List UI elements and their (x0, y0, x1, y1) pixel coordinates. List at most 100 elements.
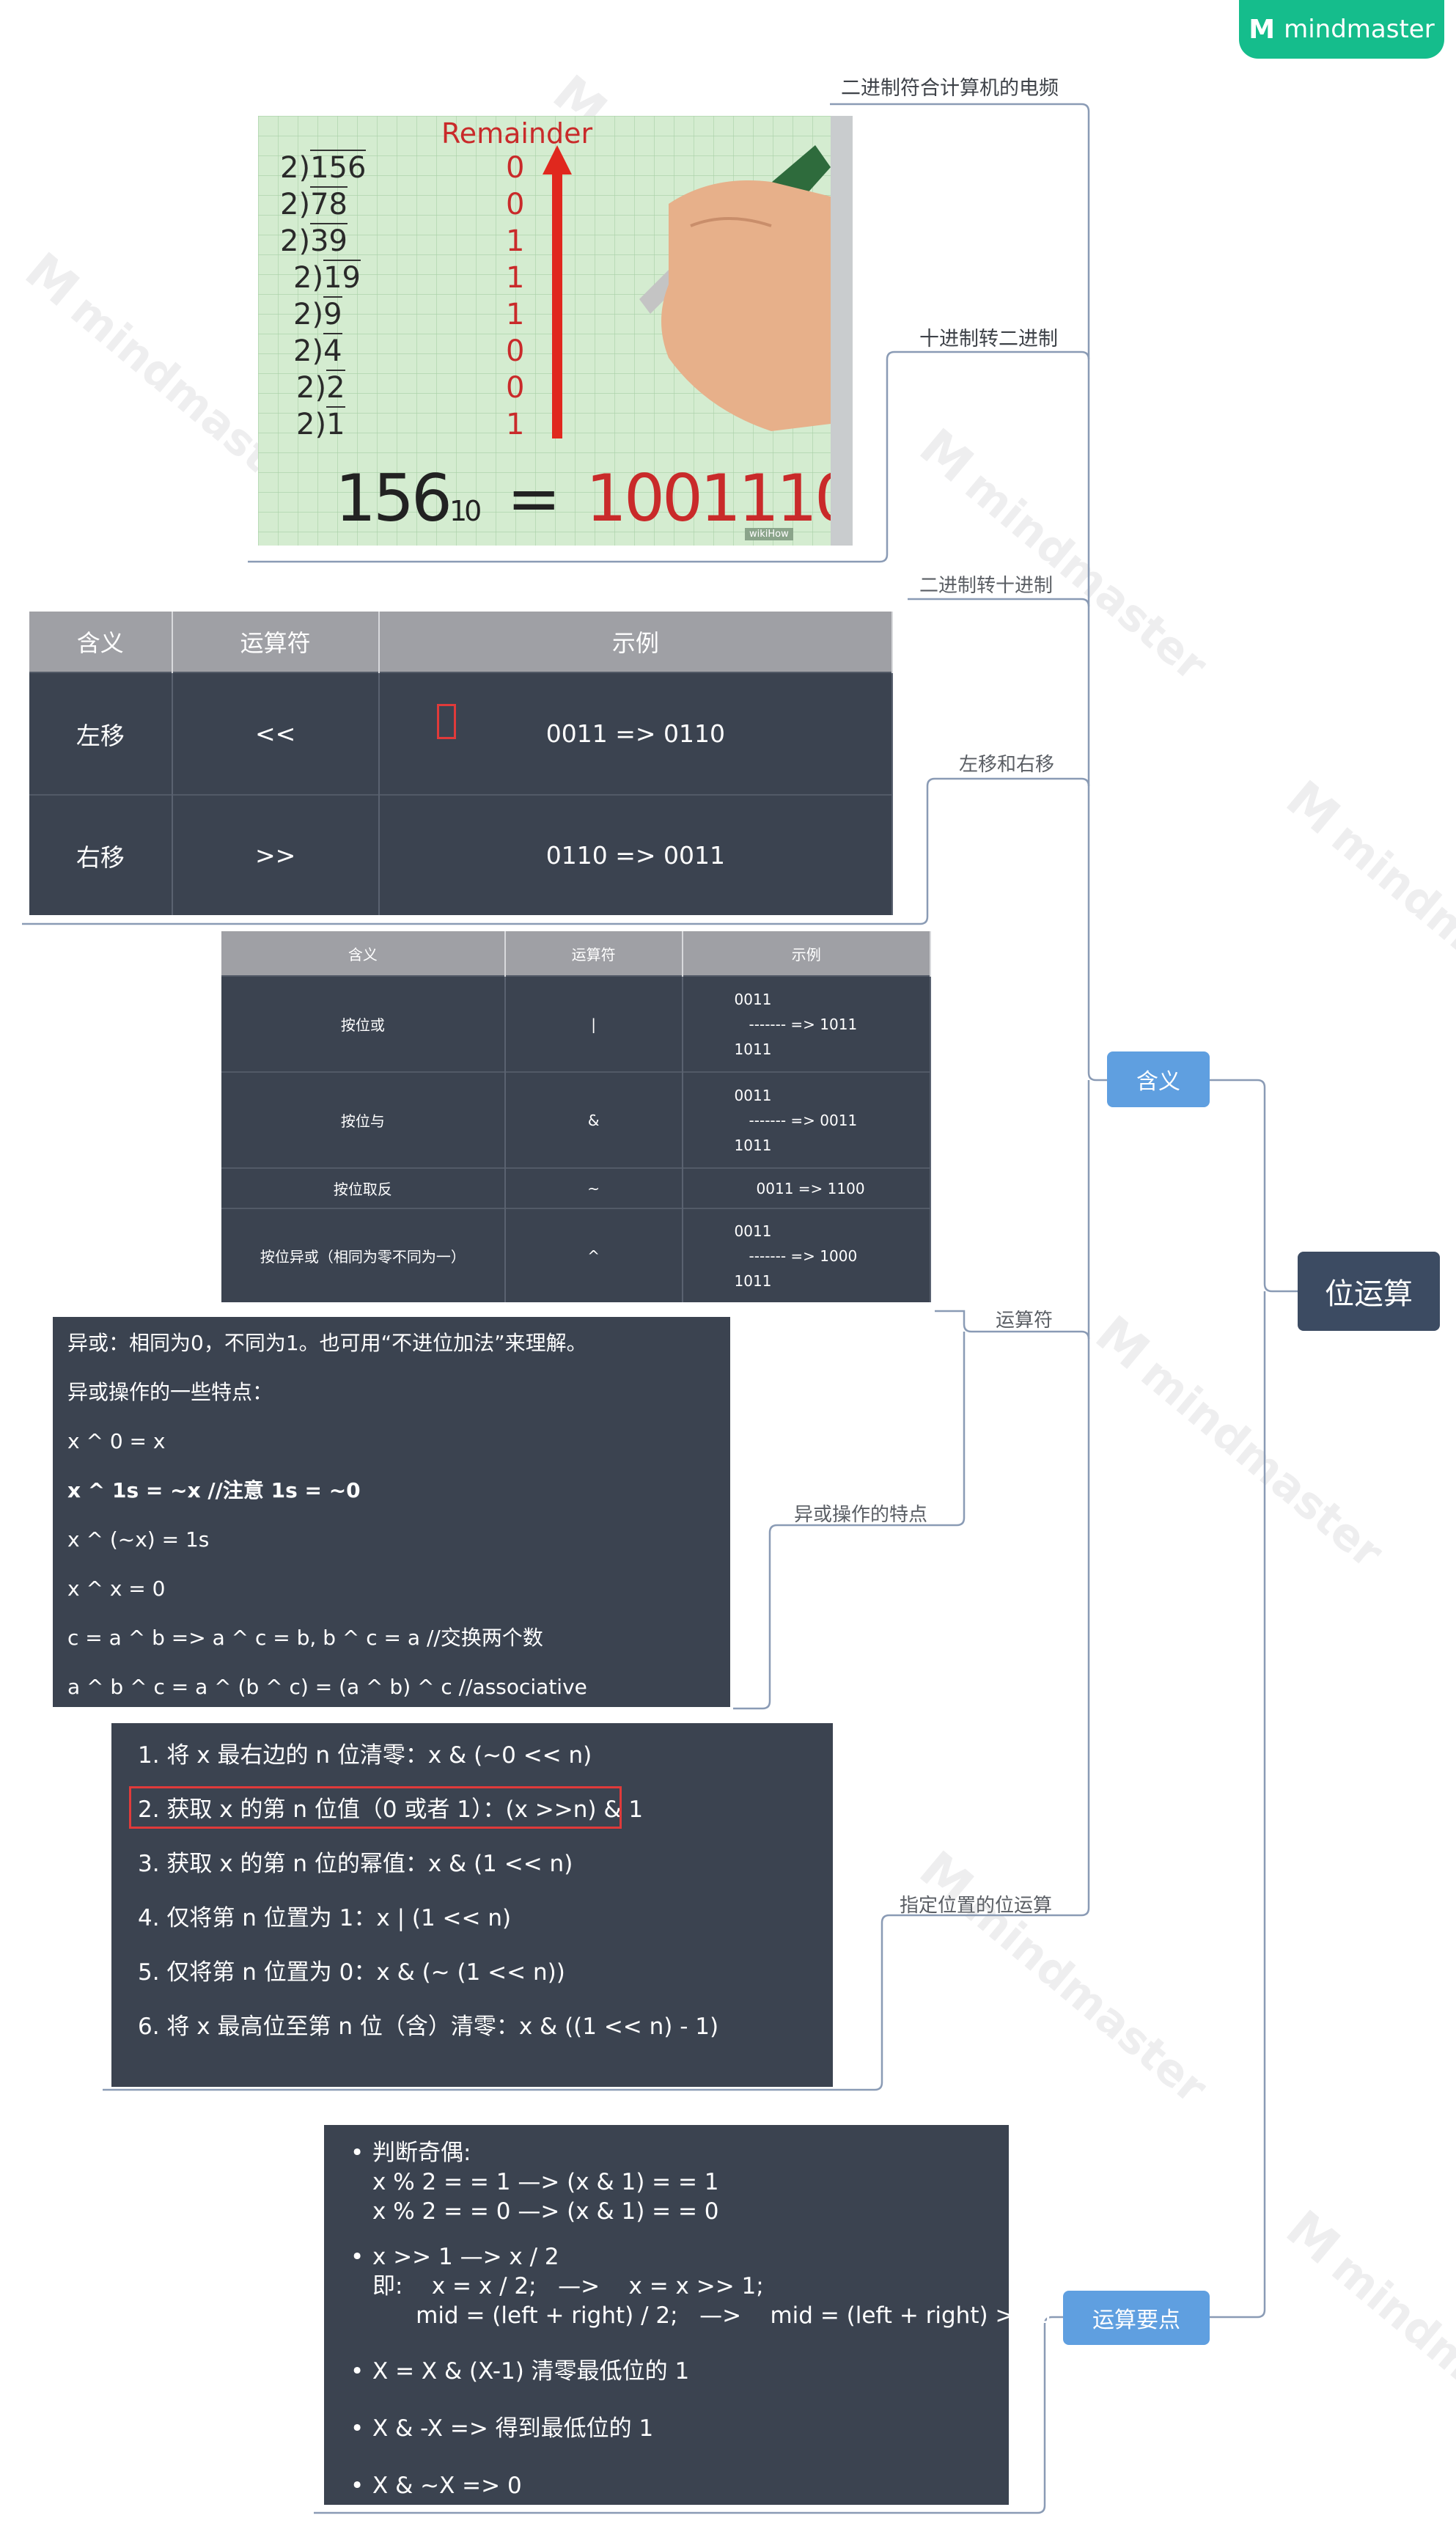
division-row: 2)78 (280, 186, 348, 221)
xor-traits-panel: 异或：相同为0，不同为1。也可用“不进位加法”来理解。 异或操作的一些特点： x… (53, 1317, 730, 1707)
division-bracket: ) (298, 224, 311, 258)
division-bracket: ) (312, 334, 324, 368)
op-and-symbol: & (504, 1071, 683, 1168)
parity-odd: x % 2 = = 1 —> (x & 1) = = 1 (372, 2169, 719, 2195)
divisor: 2 (296, 408, 315, 441)
division-row: 2)2 (296, 370, 345, 405)
shift-left-op: << (172, 671, 380, 796)
op-and-name: 按位与 (221, 1071, 506, 1168)
list-item: 3. 获取 x 的第 n 位的幂值：x & (1 << n) (138, 1851, 573, 1877)
dividend: 78 (310, 186, 348, 221)
list-item: 5. 仅将第 n 位置为 0：x & (~ (1 << n)) (138, 1959, 565, 1986)
highlight-box (436, 704, 456, 739)
ops-table-header: 含义 运算符 示例 (221, 931, 932, 976)
division-row: 2)1 (296, 406, 345, 441)
shift-right-op: >> (172, 794, 380, 915)
divisor: 2 (293, 261, 312, 295)
shift-header-example: 示例 (378, 612, 894, 672)
xor-line-4: x ^ 1s = ~x //注意 1s = ~0 (67, 1478, 361, 1502)
topic-xor-traits[interactable]: 异或操作的特点 (794, 1504, 928, 1526)
topic-bin-to-dec[interactable]: 二进制转十进制 (919, 575, 1054, 597)
op-or-name: 按位或 (221, 975, 506, 1072)
shift-left-example: 0011 => 0110 (378, 671, 894, 796)
op-not-name: 按位取反 (221, 1167, 506, 1208)
shift-divide-example: 即: x = x / 2; —> x = x >> 1; (372, 2273, 764, 2299)
result-equation: 15610 = 100111002 (335, 460, 831, 536)
topic-position-ops[interactable]: 指定位置的位运算 (900, 1895, 1053, 1917)
remainder-digit: 0 (506, 334, 525, 368)
topic-dec-to-bin[interactable]: 十进制转二进制 (919, 328, 1058, 350)
dividend: 2 (326, 370, 345, 405)
remainder-digit: 1 (506, 298, 525, 331)
ops-header-meaning: 含义 (221, 931, 506, 976)
brand-name: mindmaster (1284, 15, 1435, 44)
topic-operators[interactable]: 运算符 (996, 1310, 1054, 1332)
table-row: 左移 << 0011 => 0110 (29, 671, 894, 796)
division-bracket: ) (315, 408, 327, 441)
xor-line-8: a ^ b ^ c = a ^ (b ^ c) = (a ^ b) ^ c //… (67, 1675, 587, 1699)
op-or-example-line2: ------- => 1011 (749, 1015, 858, 1033)
meaning-trunk-2 (889, 1080, 1090, 1917)
shift-left-meaning: 左移 (29, 671, 173, 796)
list-item: •X & -X => 得到最低位的 1 (350, 2415, 654, 2442)
xor-line-2: 异或操作的一些特点： (67, 1380, 273, 1404)
divisor: 2 (280, 188, 299, 221)
list-item: 4. 仅将第 n 位置为 1：x | (1 << n) (138, 1905, 512, 1931)
xor-line-6: x ^ x = 0 (67, 1577, 166, 1601)
arrow-head-icon (543, 145, 572, 175)
op-or-example-line1: 0011 (734, 990, 772, 1008)
remainder-digit: 1 (506, 224, 525, 258)
op-and-example-line2: ------- => 0011 (749, 1111, 858, 1129)
op-not-example: 0011 => 1100 (682, 1167, 932, 1208)
op-xor-example-line2: ------- => 1000 (749, 1247, 858, 1265)
shift-right-example: 0110 => 0011 (378, 794, 894, 915)
parity-even: x % 2 = = 0 —> (x & 1) = = 0 (372, 2198, 719, 2225)
table-row: 按位取反 ~ 0011 => 1100 (221, 1167, 932, 1208)
division-bracket: ) (315, 371, 327, 405)
op-or-symbol: | (504, 975, 683, 1072)
position-ops-panel: 1. 将 x 最右边的 n 位清零：x & (~0 << n) 2. 获取 x … (111, 1723, 833, 2087)
list-item: •X = X & (X-1) 清零最低位的 1 (350, 2358, 690, 2385)
remainder-digit: 0 (506, 188, 525, 221)
list-item-highlighted: 2. 获取 x 的第 n 位值（0 或者 1）：(x >>n) & 1 (129, 1786, 806, 1846)
branch-meaning[interactable]: 含义 (1107, 1051, 1210, 1107)
division-row: 2)4 (293, 333, 342, 368)
remainder-digit: 0 (506, 371, 525, 405)
division-bracket: ) (298, 151, 311, 185)
list-item: •判断奇偶: x % 2 = = 1 —> (x & 1) = = 1 x % … (350, 2138, 982, 2226)
divisor: 2 (280, 151, 299, 185)
parity-heading: 判断奇偶: (372, 2140, 471, 2166)
ops-header-operator: 运算符 (504, 931, 683, 976)
mindmaster-brand-badge[interactable]: M mindmaster (1239, 0, 1444, 59)
result-decimal: 156 (335, 460, 452, 536)
list-item: •X & ~X => 0 (350, 2473, 522, 2499)
division-row: 2)39 (280, 223, 348, 258)
remainder-digit: 1 (506, 261, 525, 295)
xor-line-3: x ^ 0 = x (67, 1429, 166, 1453)
division-row: 2)156 (280, 150, 367, 185)
shift-table: 含义 运算符 示例 左移 << 0011 => 0110 右移 >> 0110 … (29, 612, 894, 915)
xor-line-5: x ^ (~x) = 1s (67, 1527, 210, 1552)
op-xor-name: 按位异或（相同为零不同为一） (221, 1208, 506, 1302)
list-item: •x >> 1 —> x / 2 即: x = x / 2; —> x = x … (350, 2244, 1063, 2329)
dividend: 156 (310, 150, 367, 185)
list-item: 6. 将 x 最高位至第 n 位（含）清零：x & ((1 << n) - 1) (138, 2014, 719, 2040)
topic-binary-fits[interactable]: 二进制符合计算机的电频 (841, 77, 1059, 100)
topic-shift[interactable]: 左移和右移 (959, 754, 1055, 776)
divisor: 2 (296, 371, 315, 405)
position-line (103, 1914, 890, 2091)
xor-line (733, 1332, 966, 1710)
operators-line (935, 1310, 1090, 1340)
x-and-not-x: X & ~X => 0 (372, 2473, 522, 2499)
branch-points[interactable]: 运算要点 (1063, 2291, 1210, 2345)
division-bracket: ) (312, 261, 324, 295)
shift-line (22, 777, 1090, 925)
table-row: 右移 >> 0110 => 0011 (29, 794, 894, 915)
root-node[interactable]: 位运算 (1298, 1252, 1440, 1331)
dividend: 4 (323, 333, 342, 368)
